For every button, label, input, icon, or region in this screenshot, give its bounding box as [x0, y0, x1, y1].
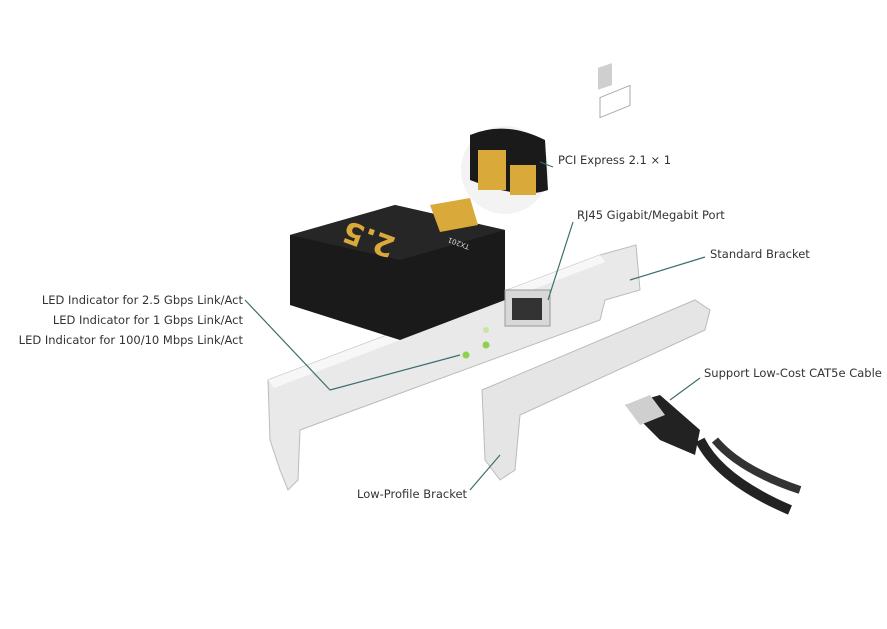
pci-connector-closeup — [461, 126, 549, 214]
label-pci-express: PCI Express 2.1 × 1 — [558, 153, 672, 167]
label-led-2-5-gbps: LED Indicator for 2.5 Gbps Link/Act — [41, 293, 243, 307]
label-low-profile-bracket: Low-Profile Bracket — [357, 487, 468, 501]
led-1-icon — [482, 341, 490, 349]
label-led-100-10-mbps: LED Indicator for 100/10 Mbps Link/Act — [18, 333, 243, 347]
label-standard-bracket: Standard Bracket — [710, 247, 810, 261]
label-led-1-gbps: LED Indicator for 1 Gbps Link/Act — [52, 313, 243, 327]
led-100-icon — [483, 327, 489, 333]
ethernet-cable — [625, 395, 802, 515]
label-cat5e-cable: Support Low-Cost CAT5e Cable — [704, 366, 882, 380]
network-card: 2.5 TX201 — [290, 198, 551, 359]
led-2-5-icon — [462, 351, 470, 359]
label-rj45-port: RJ45 Gigabit/Megabit Port — [577, 208, 725, 222]
leader-lines — [244, 161, 706, 491]
